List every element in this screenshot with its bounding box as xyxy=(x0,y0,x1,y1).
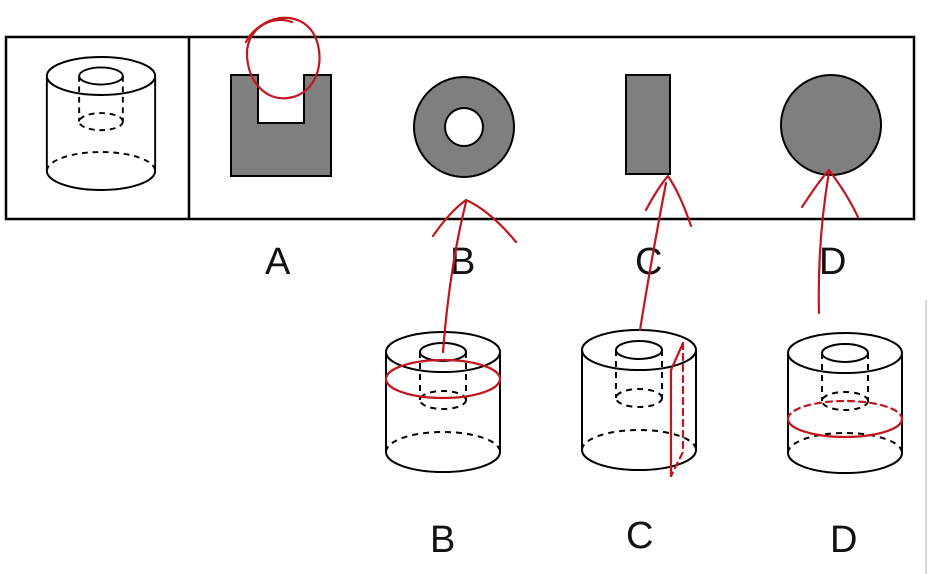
option-d-label: D xyxy=(819,241,846,283)
cut-plane-d xyxy=(786,417,904,439)
explanation-b-label: B xyxy=(430,519,455,561)
red-annotations xyxy=(244,16,904,478)
arrow-b xyxy=(441,200,468,354)
option-d-shape xyxy=(780,74,882,176)
explanation-c-label: C xyxy=(626,515,653,557)
option-a-shape xyxy=(230,74,332,177)
cut-plane-b xyxy=(384,358,502,400)
circle-mark-a xyxy=(244,16,321,100)
explanation-d-label: D xyxy=(830,519,857,561)
arrow-c xyxy=(638,181,668,332)
original-hollow-cylinder xyxy=(45,56,157,191)
arrow-d xyxy=(817,170,831,315)
cut-plane-c xyxy=(669,341,685,478)
cut-cylinder-d xyxy=(787,332,903,474)
question-frame xyxy=(4,35,916,221)
option-c-shape xyxy=(625,74,671,175)
option-b-shape xyxy=(413,76,515,178)
option-a-label: A xyxy=(265,241,291,283)
